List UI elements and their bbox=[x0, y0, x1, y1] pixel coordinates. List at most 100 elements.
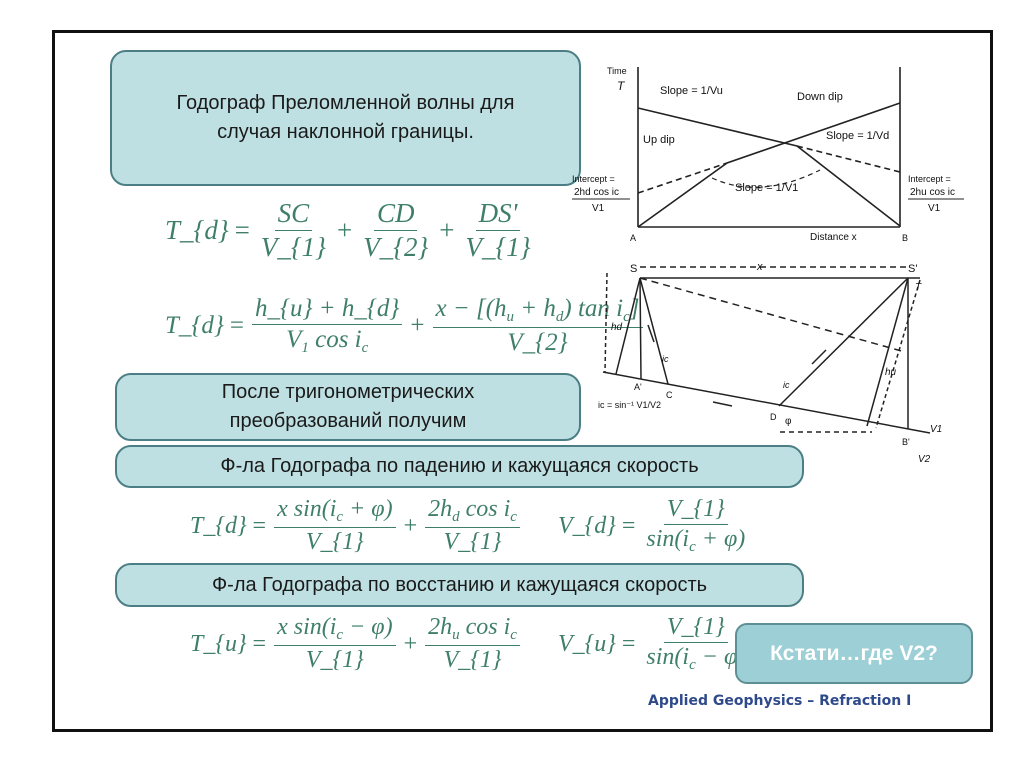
intercept-left-l1: Intercept = bbox=[572, 174, 615, 184]
s-prime-label: S' bbox=[908, 263, 917, 275]
formula-lhs: V_{u} bbox=[558, 630, 616, 657]
flow-arrow bbox=[712, 401, 733, 407]
intercept-right-l1: Intercept = bbox=[908, 174, 951, 184]
intercept-right-l2: 2hu cos ic bbox=[910, 187, 955, 198]
hu-dimension bbox=[875, 279, 921, 429]
point-b-label: B bbox=[902, 233, 908, 243]
math-operator: + bbox=[403, 512, 418, 539]
denominator: V_{1} bbox=[305, 529, 364, 555]
math-operator: = bbox=[252, 512, 267, 539]
b-prime-label: B' bbox=[902, 437, 910, 447]
denominator: V_{1} bbox=[443, 647, 502, 673]
numerator: V_{1} bbox=[663, 614, 728, 643]
transform-line-1: После тригонометрических bbox=[221, 381, 475, 403]
normal-ray-s-prime bbox=[866, 277, 909, 427]
formula-lhs: T_{u} bbox=[190, 630, 247, 657]
formula-lhs: T_{d} bbox=[165, 215, 229, 245]
fraction: x sin(ic − φ)V_{1} bbox=[274, 614, 396, 674]
math-term: DS' bbox=[475, 198, 521, 231]
math-operator: = bbox=[621, 630, 636, 657]
math-term: x sin(ic − φ) bbox=[274, 614, 396, 646]
v2-label: V2 bbox=[918, 454, 931, 465]
hd-dimension bbox=[604, 272, 608, 373]
denominator: V_{1} bbox=[260, 232, 326, 262]
formula-vd: V_{d}= V_{1}sin(ic + φ) bbox=[558, 496, 750, 556]
down-dip-box: Ф-ла Годографа по падению и кажущаяся ск… bbox=[115, 445, 804, 488]
v1-label: V1 bbox=[930, 424, 942, 435]
math-operator: = bbox=[229, 312, 245, 339]
d-label: D bbox=[770, 412, 777, 422]
denominator: V_{1} bbox=[305, 647, 364, 673]
math-operator: + bbox=[410, 312, 425, 339]
intercept-left-l3: V1 bbox=[592, 203, 605, 214]
down-dip-extension bbox=[637, 162, 728, 194]
fraction: x − [(hu + hd) tan ic]V_{2} bbox=[432, 295, 643, 357]
normal-ray-s bbox=[615, 277, 641, 375]
math-term: x − [(hu + hd) tan ic] bbox=[432, 295, 643, 328]
math-term: CD bbox=[373, 198, 418, 231]
title-line-2: случая наклонной границы. bbox=[217, 121, 474, 143]
time-label: Time bbox=[607, 66, 627, 76]
point-a-label: A bbox=[630, 233, 636, 243]
formula-lhs: T_{d} bbox=[190, 512, 247, 539]
up-dip-extension bbox=[796, 145, 901, 173]
math-term: SC bbox=[274, 198, 313, 231]
formula-td-depths: T_{d}= h_{u} + h_{d}V1 cos ic + x − [(hu… bbox=[165, 295, 645, 357]
slide-frame bbox=[52, 30, 993, 732]
fraction: V_{1}sin(ic + φ) bbox=[643, 496, 748, 556]
up-dip-label: Ф-ла Годографа по восстанию и кажущаяся … bbox=[211, 573, 708, 596]
fraction: h_{u} + h_{d}V1 cos ic bbox=[252, 295, 403, 357]
math-operator: + bbox=[403, 630, 418, 657]
fraction: DS'V_{1} bbox=[463, 198, 534, 263]
ic-label-left: ic bbox=[662, 354, 669, 364]
slope-d-label: Slope = 1/Vd bbox=[826, 130, 889, 142]
ic-formula-label: ic = sin⁻¹ V1/V2 bbox=[598, 400, 661, 410]
math-operator: = bbox=[621, 512, 636, 539]
fraction: x sin(ic + φ)V_{1} bbox=[274, 496, 396, 556]
numerator: h_{u} + h_{d} bbox=[252, 295, 403, 325]
down-dip-label: Ф-ла Годографа по падению и кажущаяся ск… bbox=[220, 455, 699, 477]
denominator: V_{2} bbox=[363, 232, 429, 262]
title-line-1: Годограф Преломленной волны для bbox=[176, 92, 515, 114]
math-term: sin(ic + φ) bbox=[646, 526, 746, 555]
down-dip-label: Down dip bbox=[797, 91, 843, 103]
formula-lhs: T_{d} bbox=[165, 312, 224, 339]
s-label: S bbox=[630, 263, 637, 275]
footer-text: Applied Geophysics – Refraction I bbox=[648, 693, 912, 709]
transform-box: После тригонометрических преобразований п… bbox=[115, 373, 581, 441]
math-term: V1 cos ic bbox=[286, 326, 369, 356]
phi-label: φ bbox=[785, 416, 792, 427]
vertical-s bbox=[639, 277, 642, 380]
math-term: x sin(ic + φ) bbox=[274, 496, 396, 528]
denominator: V_{1} bbox=[443, 529, 502, 555]
distance-label: Distance x bbox=[810, 232, 857, 243]
title-box: Годограф Преломленной волны для случая на… bbox=[110, 50, 581, 186]
intercept-right-l3: V1 bbox=[928, 203, 941, 214]
denominator: V_{1} bbox=[465, 232, 531, 262]
t-point-label: T bbox=[915, 282, 922, 293]
slope-1-label: Slope = 1/V1 bbox=[735, 182, 798, 194]
denominator: V_{2} bbox=[507, 329, 568, 356]
up-dip-label: Up dip bbox=[643, 134, 675, 146]
c-label: C bbox=[666, 390, 673, 400]
transform-line-2: преобразований получим bbox=[229, 410, 467, 432]
math-operator: + bbox=[439, 215, 455, 245]
ray-ds bbox=[778, 277, 909, 407]
x-label: x bbox=[756, 261, 763, 273]
question-button[interactable]: Кстати…где V2? bbox=[735, 623, 973, 684]
math-operator: = bbox=[252, 630, 267, 657]
hd-label: hd bbox=[611, 322, 623, 333]
a-prime-label: A' bbox=[634, 382, 642, 392]
up-arrow bbox=[811, 349, 827, 365]
math-term: 2hu cos ic bbox=[425, 614, 520, 646]
ray-sc bbox=[639, 277, 669, 385]
slope-u-label: Slope = 1/Vu bbox=[660, 85, 723, 97]
